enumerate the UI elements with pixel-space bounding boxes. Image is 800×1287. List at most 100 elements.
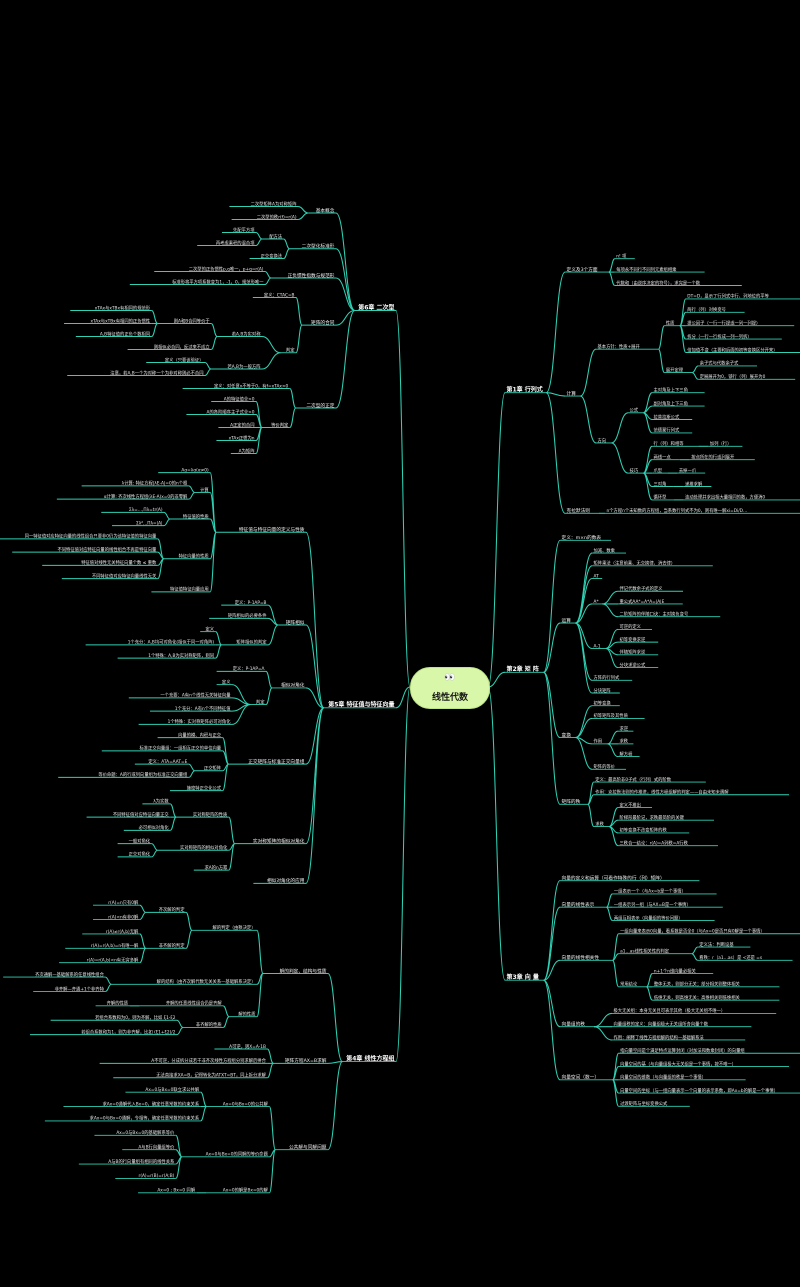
topic-node-d2[interactable]: 配方法 xyxy=(269,233,283,240)
topic-node-d4[interactable]: 余子式与代数余子式 xyxy=(700,360,739,367)
topic-node-d1[interactable]: 运算 xyxy=(562,617,572,624)
topic-node-d2[interactable]: 求A的n方幂 xyxy=(204,864,228,871)
topic-node-d2[interactable]: 解的判定（由秩决定） xyxy=(213,924,256,931)
topic-node-d3[interactable]: 低维无关，则高维无关；高维相关则低维相关 xyxy=(654,994,741,1001)
topic-node-d3[interactable]: 初等变换求逆 xyxy=(620,636,646,643)
topic-node-d4[interactable]: 提公因子（一行一行提或一列一列提） xyxy=(687,320,760,327)
topic-node-d3[interactable]: 公式 xyxy=(630,407,639,414)
topic-node-d3[interactable]: 若A,B为一般方阵 xyxy=(227,363,261,370)
topic-node-d3[interactable]: 可逆的定义 xyxy=(620,623,642,630)
topic-node-d2[interactable]: 求秩 xyxy=(595,820,604,827)
topic-node-d3[interactable]: 非齐解的判定 xyxy=(159,942,185,949)
chapter-node-5[interactable]: 第4章 线性方程组 xyxy=(345,1054,394,1062)
topic-node-d2[interactable]: 定义：P-1AP=B xyxy=(235,599,267,606)
topic-node-d3[interactable]: 技巧 xyxy=(630,467,639,474)
topic-node-d2[interactable]: 向量组秩的定义：向量组极大无关组所含向量个数 xyxy=(614,1020,709,1027)
topic-node-d2[interactable]: 一组表示另一组（与AX=B是一个事情） xyxy=(614,901,691,908)
topic-node-d3[interactable]: Ax=0与Bx=0联立求公共解 xyxy=(145,1086,199,1093)
topic-node-d4[interactable]: 拆分（一行一行拆成一列一列拆） xyxy=(687,333,751,340)
topic-node-d2[interactable]: Aα=λα(α≠0) xyxy=(181,467,209,473)
topic-node-d3[interactable]: 齐次解的判定 xyxy=(159,906,185,913)
topic-node-d3[interactable]: 一个充要：A有n个线性无关特征向量 xyxy=(160,692,231,699)
topic-node-d2[interactable]: A不可逆，分成拆分成若干非齐次线性方程组分别求解后拼合 xyxy=(151,1057,266,1064)
topic-node-d4[interactable]: 注意，若A,B一个为对称一个为非对称则必不合同 xyxy=(110,369,203,376)
topic-node-d3[interactable]: A的各阶顺序主子式全>0 xyxy=(207,408,255,415)
topic-node-d2[interactable]: 正交变换法 xyxy=(261,252,283,259)
topic-node-d2[interactable]: 判定 xyxy=(256,698,265,705)
topic-node-d3[interactable]: 正交对角化 xyxy=(129,851,151,858)
topic-node-d1[interactable]: 基本概念 xyxy=(316,207,335,214)
central-topic-node[interactable]: 👀 线性代数 xyxy=(410,667,490,709)
topic-node-d3[interactable]: 整体无关，则部分无关；部分相关则整体相关 xyxy=(654,981,741,988)
topic-node-d1[interactable]: 二次型的正定 xyxy=(306,402,334,409)
topic-node-d2[interactable]: 两组互相表示（向量组的等价问题） xyxy=(614,914,683,921)
topic-node-d3[interactable]: 先配平方项 xyxy=(233,226,255,233)
topic-node-d4[interactable]: 两行（列）对换变号 xyxy=(687,306,726,313)
topic-node-d3[interactable]: 特征值对线性无关特征向量个数 ≤ 重数 xyxy=(81,559,157,566)
topic-node-d3[interactable]: 定义不推出 xyxy=(620,801,641,808)
topic-node-d2[interactable]: Ax=0与Bx=0的公共解 xyxy=(223,1100,269,1107)
topic-node-d3[interactable]: 1个特殊：实对称矩阵必可对角化 xyxy=(168,718,232,725)
topic-node-d2[interactable]: 施密特正交化公式 xyxy=(187,784,222,791)
topic-node-d3[interactable]: Σλ²…Πλ=|A| xyxy=(136,520,163,526)
topic-node-d3[interactable]: 一般对角化 xyxy=(129,837,151,844)
topic-node-d2[interactable]: 每项永不同行不同列元素组相乘 xyxy=(616,266,677,273)
topic-node-d4[interactable]: 则相似必合同，反过来不成立 xyxy=(154,343,211,350)
topic-node-d2[interactable]: 二次型的正负惯性p,q唯一，p+q=r(A) xyxy=(189,265,264,272)
topic-node-d1[interactable]: 特征值与特征向量的定义与性质 xyxy=(239,526,305,533)
topic-node-d3[interactable]: 定义法：判断设基 xyxy=(699,941,734,948)
chapter-node-0[interactable]: 第1章 行列式 xyxy=(506,386,543,394)
topic-node-d2[interactable]: 计算 xyxy=(200,486,209,493)
topic-node-d4[interactable]: 拉普拉斯公式 xyxy=(654,413,680,420)
topic-node-d2[interactable]: 正交矩阵 xyxy=(204,765,222,772)
topic-node-d2[interactable]: 实对称矩阵的相似对角化 xyxy=(180,844,228,851)
topic-node-d3[interactable]: A与B行向量组等价 xyxy=(138,1143,175,1150)
topic-node-d2[interactable]: 向量空间的坐标（与一组向量表示一个向量的表示系数，即Ax=b的解是一个事情） xyxy=(620,1087,778,1094)
topic-node-d3[interactable]: λ为实数 xyxy=(153,798,169,805)
topic-node-d2[interactable]: 作用：阐释了线性方程组解的结构—基础解系法 xyxy=(614,1034,705,1041)
topic-node-d2[interactable]: 初等矩阵及其性质 xyxy=(594,712,629,719)
topic-node-d2[interactable]: 向量空间的维数（与向量组的秩是一个事情） xyxy=(620,1074,706,1081)
topic-node-d2[interactable]: Ax=0与Bx=0的同解的等价命题 xyxy=(206,1151,269,1158)
topic-node-d3[interactable]: n+1个n维向量必相关 xyxy=(654,967,697,974)
topic-node-d5[interactable]: A,B特征值的正负个数相同 xyxy=(100,330,150,337)
topic-node-d2[interactable]: 实对称矩阵的性质 xyxy=(193,811,228,818)
topic-node-d2[interactable]: 判定 xyxy=(286,347,295,354)
topic-node-d1[interactable]: 矩阵的合同 xyxy=(311,319,335,326)
topic-node-d1[interactable]: 向量的线性表示 xyxy=(562,901,595,908)
topic-node-d2[interactable]: 二次型的秩r(f)=r(A) xyxy=(257,213,297,220)
topic-node-d3[interactable]: 等价命题：A的行或列向量组为标准正交向量组 xyxy=(98,771,188,778)
topic-node-d2[interactable]: 方阵的行列式 xyxy=(594,674,620,681)
topic-node-d2[interactable]: A* xyxy=(594,599,600,605)
topic-node-d2[interactable]: 方向 xyxy=(598,437,607,444)
topic-node-d5[interactable]: xTAx与xTBx有相同的规范形 xyxy=(95,304,151,311)
topic-node-d1[interactable]: 定义及3个方面 xyxy=(567,266,598,273)
topic-node-d2[interactable]: 二次型矩阵A为对称矩阵 xyxy=(251,200,298,207)
topic-node-d3[interactable]: 不同特征值对应特征向量线性无关 xyxy=(92,572,157,579)
topic-node-d1[interactable]: 解的判定、结构与性质 xyxy=(280,967,327,974)
topic-node-d2[interactable]: A-1 xyxy=(594,643,601,649)
topic-node-d3[interactable]: 同一特征值对应特征向量的线性组合只要非0仍为该特征值的特征向量 xyxy=(25,533,157,540)
topic-node-d2[interactable]: 标准正交向量组：一组相互正交的单位向量 xyxy=(139,745,221,752)
topic-node-d2[interactable]: 向量空间的基（与向量组极大无关组是一个事情，按不唯一） xyxy=(620,1060,736,1067)
topic-node-d1[interactable]: 向量的线性相关性 xyxy=(562,954,600,961)
topic-node-d4[interactable]: r(A)=n只有0解 xyxy=(108,899,139,906)
topic-node-d2[interactable]: 向量的模、内积与正交 xyxy=(178,731,222,738)
topic-node-d1[interactable]: 向量组的秩 xyxy=(562,1020,586,1027)
topic-node-d2[interactable]: 解的性质 xyxy=(238,1010,256,1017)
topic-node-d2[interactable]: n个方程n个未知数的方程组，当系数行列式不为0，则有唯一解xi=Di/D… xyxy=(607,507,748,514)
chapter-node-2[interactable]: 第3章 向 量 xyxy=(506,973,539,981)
topic-node-d3[interactable]: A正定的合同 xyxy=(230,421,254,428)
topic-node-d4[interactable]: 定义（只要该验证） xyxy=(165,356,204,363)
topic-node-d3[interactable]: A与B的行向量组有相同的线性关系 xyxy=(108,1158,175,1165)
topic-node-d3[interactable]: 不同特征值对应特征向量正交 xyxy=(113,811,170,818)
topic-node-d3[interactable]: 求秩 xyxy=(620,738,629,745)
topic-node-d3[interactable]: 伴记代数余子式的定义 xyxy=(620,585,664,592)
topic-node-d1[interactable]: 相似对角化 xyxy=(281,682,305,689)
topic-node-d2[interactable]: 定义：CTAC=B xyxy=(264,291,295,298)
topic-node-d2[interactable]: Ax=0的解是Bx=0的解 xyxy=(223,1187,269,1194)
topic-node-d2[interactable]: 特征向量的性质 xyxy=(179,553,210,560)
topic-node-d3[interactable]: Σλ=…,Πλ=tr(A) xyxy=(129,507,163,513)
topic-node-d2[interactable]: 特征值的性质 xyxy=(183,513,209,520)
topic-node-d2[interactable]: 无法直接求XA=B，记得转化为ATXT=BT，同上拆分求解 xyxy=(156,1072,266,1079)
